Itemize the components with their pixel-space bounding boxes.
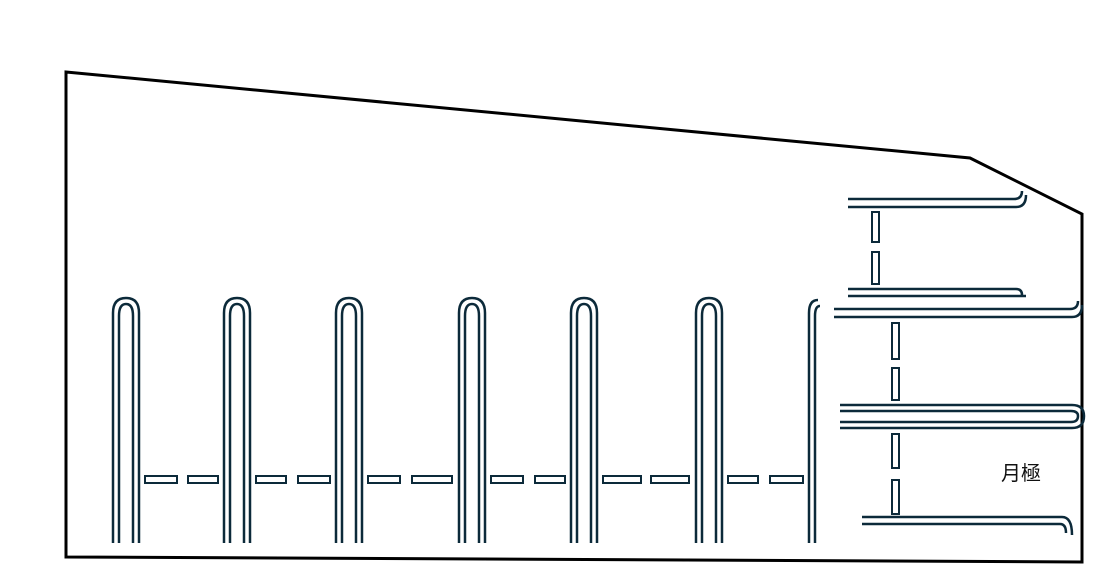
wheel-stop-dash: [871, 211, 880, 243]
stall-line: [840, 403, 1086, 430]
stall-line: [228, 302, 246, 543]
stall-line: [222, 296, 252, 543]
right-stall-row: [834, 190, 1086, 536]
stall-line: [848, 194, 1028, 209]
stall-line: [457, 296, 487, 543]
wheel-stop-dash: [727, 475, 759, 484]
wheel-stop-dash: [490, 475, 524, 484]
monthly-parking-label: 月極: [1001, 461, 1041, 485]
stall-line: [813, 304, 821, 543]
wheel-stop-dash: [891, 322, 900, 360]
stall-line: [840, 409, 1080, 424]
wheel-stop-dash: [650, 475, 690, 484]
stall-line: [111, 296, 141, 543]
wheel-stop-dash: [367, 475, 401, 484]
stall-line: [117, 302, 135, 543]
stall-line: [862, 515, 1074, 536]
wheel-stop-dash: [534, 475, 566, 484]
stall-line: [334, 296, 364, 543]
stall-line: [848, 190, 1024, 201]
wheel-stop-dash: [411, 475, 453, 484]
wheel-stop-dash: [891, 433, 900, 469]
lower-stall-row: [111, 296, 821, 543]
right-wheel-stop-dashes: [871, 211, 900, 515]
stall-line: [569, 296, 599, 543]
wheel-stop-dash: [602, 475, 642, 484]
wheel-stop-dash: [144, 475, 178, 484]
stall-line: [834, 304, 1084, 319]
lot-boundary: [64, 70, 1084, 564]
stall-line: [862, 522, 1068, 534]
wheel-stop-dash: [297, 475, 331, 484]
stall-line: [463, 302, 481, 543]
wheel-stop-dash: [891, 479, 900, 515]
wheel-stop-dash: [255, 475, 287, 484]
wheel-stop-dash: [891, 367, 900, 401]
stall-line: [834, 300, 1080, 311]
stall-line: [807, 298, 819, 543]
stall-line: [575, 302, 593, 543]
lower-wheel-stop-dashes: [144, 475, 804, 484]
wheel-stop-dash: [187, 475, 219, 484]
stall-line: [700, 302, 718, 543]
wheel-stop-dash: [769, 475, 804, 484]
stall-line: [694, 296, 724, 543]
wheel-stop-dash: [871, 251, 880, 285]
stall-line: [848, 287, 1024, 296]
stall-line: [340, 302, 358, 543]
